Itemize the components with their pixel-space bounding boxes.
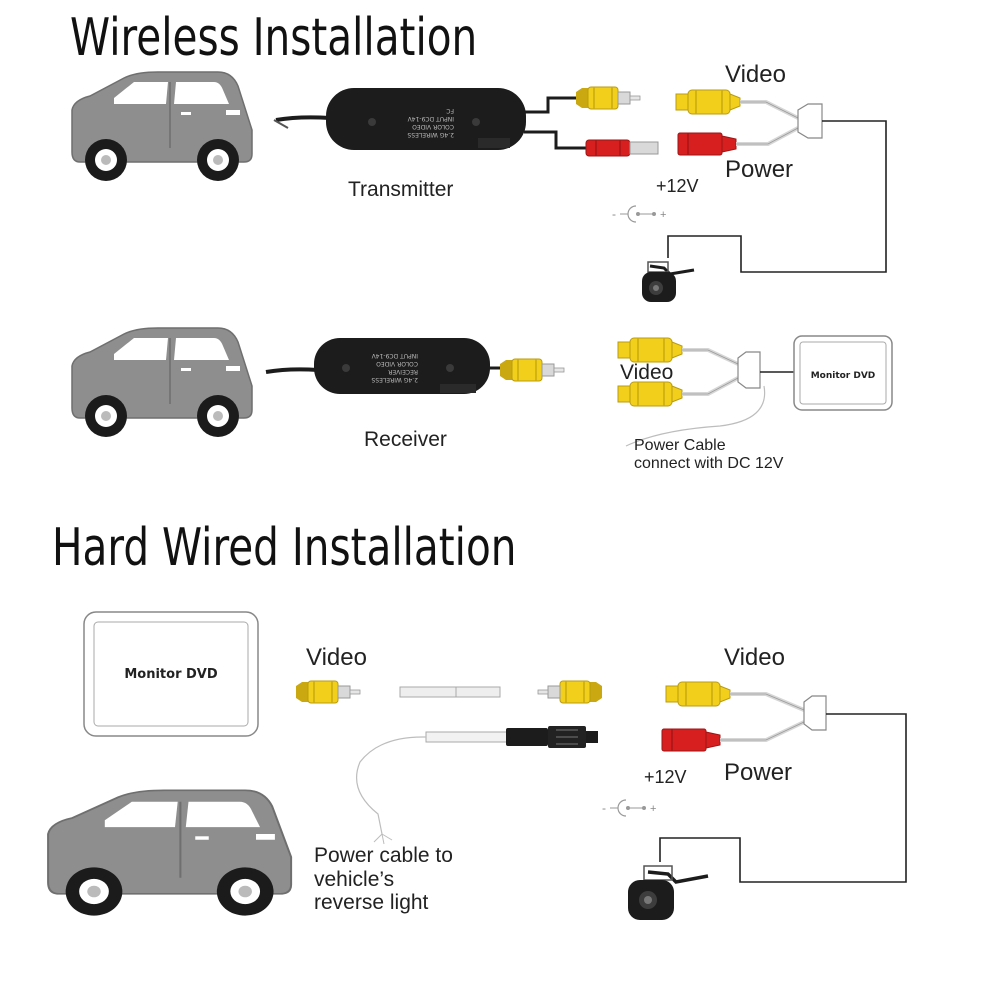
rca-connector-icon <box>537 680 603 704</box>
reverse-light-line2: vehicle’s <box>314 867 395 891</box>
transmitter-power-plug-icon <box>585 139 659 157</box>
transmitter-label: Transmitter <box>348 178 454 201</box>
camera-harness-top <box>611 89 887 302</box>
receiver-power-cable-label: Power Cable connect with DC 12V <box>634 437 783 473</box>
receiver-label: Receiver <box>364 428 447 451</box>
camera-icon <box>628 865 709 920</box>
receiver-plate-line4: INPUT DC9-14V <box>371 352 418 359</box>
power-trigger-connector-icon <box>506 726 598 748</box>
car-icon <box>47 789 293 917</box>
transmitter-rca-plug-icon <box>575 86 641 110</box>
extension-video-label: Video <box>306 644 367 671</box>
transmitter-icon: 2.4G WIRELESS COLOR VIDEO INPUT DC9-14V … <box>273 86 659 157</box>
transmitter-plate-line2: COLOR VIDEO <box>412 123 454 130</box>
polarity-symbol-icon <box>601 799 658 817</box>
transmitter-plate-line1: 2.4G WIRELESS <box>407 131 454 138</box>
transmitter-power-label: Power <box>725 156 794 183</box>
rca-connector-icon <box>295 680 361 704</box>
extension-cable <box>295 680 603 845</box>
rca-connector-icon <box>617 337 683 363</box>
receiver-plate-line1: 2.4G WIRELESS <box>371 376 418 383</box>
receiver-power-cable-line1: Power Cable <box>634 437 726 454</box>
transmitter-plate-line3: INPUT DC9-14V <box>407 115 454 122</box>
car-icon <box>71 327 253 438</box>
hard-wired-installation-title: Hard Wired Installation <box>52 518 517 578</box>
monitor-label-top: Monitor DVD <box>811 371 876 381</box>
car-icon <box>71 71 253 182</box>
reverse-light-line1: Power cable to <box>314 844 453 867</box>
reverse-light-line3: reverse light <box>314 891 429 915</box>
monitor-icon: Monitor DVD <box>83 611 259 737</box>
transmitter-voltage-label: +12V <box>656 176 699 196</box>
receiver-plate-line3: COLOR VIDEO <box>376 360 418 367</box>
rca-connector-icon <box>617 381 683 407</box>
camera-power-label: Power <box>724 759 793 786</box>
monitor-harness-top: Monitor DVD <box>617 335 893 447</box>
receiver-icon: 2.4G WIRELESS RECEIVER COLOR VIDEO INPUT… <box>265 338 565 394</box>
receiver-rca-plug-icon <box>499 358 565 382</box>
reverse-light-label: Power cable to vehicle’s reverse light <box>314 844 453 915</box>
receiver-power-cable-line2: connect with DC 12V <box>634 454 784 472</box>
dc-power-connector-icon <box>677 132 737 156</box>
transmitter-plate-line4: FC <box>446 107 454 114</box>
dc-power-connector-icon <box>661 728 721 752</box>
camera-voltage-label: +12V <box>644 767 687 787</box>
monitor-icon: Monitor DVD <box>793 335 893 411</box>
transmitter-video-label: Video <box>725 61 786 88</box>
receiver-video-label: Video <box>620 361 674 384</box>
rca-connector-icon <box>675 89 741 115</box>
camera-harness-bottom <box>601 681 907 920</box>
receiver-plate-line2: RECEIVER <box>388 368 418 375</box>
monitor-label-bottom: Monitor DVD <box>124 667 218 682</box>
polarity-symbol-icon <box>611 205 668 223</box>
rca-connector-icon <box>665 681 731 707</box>
camera-icon <box>642 261 695 302</box>
camera-video-label: Video <box>724 644 785 671</box>
wireless-installation-title: Wireless Installation <box>70 8 478 68</box>
